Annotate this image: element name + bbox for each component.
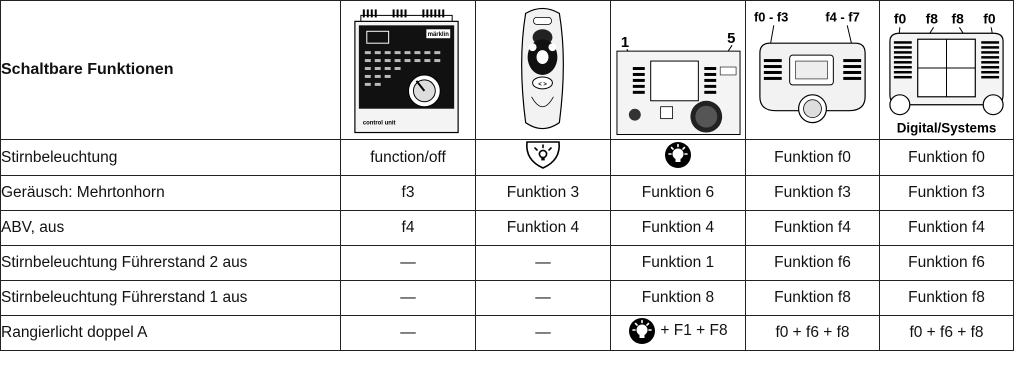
function-cell-device-4: Funktion f0	[745, 139, 880, 176]
function-label: Stirnbeleuchtung Führerstand 1 aus	[0, 280, 341, 316]
function-label: Rangierlicht doppel A	[0, 315, 341, 351]
marker-f8-left: f8	[926, 10, 939, 26]
control-unit-device: märklin control unit	[340, 0, 476, 140]
function-cell-device-1: —	[340, 315, 476, 351]
function-cell-device-1: —	[340, 245, 476, 281]
function-cell-device-2: —	[475, 245, 611, 281]
not-available-dash: —	[535, 289, 551, 306]
marker-five: 5	[727, 31, 735, 47]
light-bulb-icon	[629, 317, 656, 344]
function-label: ABV, aus	[0, 210, 341, 246]
function-table: Schaltbare Funktionen	[0, 0, 1014, 351]
function-cell-device-3: Funktion 8	[610, 280, 746, 316]
marker-f0-right: f0	[983, 10, 996, 26]
function-cell-device-5: Funktion f4	[879, 210, 1014, 246]
mobile-station-2-device: f0 - f3 f4 - f7	[745, 0, 880, 140]
function-cell-device-1: —	[340, 280, 476, 316]
header-row: Schaltbare Funktionen	[0, 0, 1014, 140]
function-cell-device-4: Funktion f6	[745, 245, 880, 281]
not-available-dash: —	[400, 324, 416, 341]
table-row: Stirnbeleuchtung Führerstand 2 aus — — Funk…	[0, 245, 1014, 281]
marker-one: 1	[621, 35, 629, 51]
control-unit-icon: märklin control unit	[354, 9, 459, 134]
function-label: Geräusch: Mehrtonhorn	[0, 175, 341, 211]
handheld-remote-icon: < >	[521, 7, 564, 130]
function-cell-device-1: f4	[340, 210, 476, 246]
mobile-station-2-icon: f0 - f3 f4 - f7	[754, 9, 866, 124]
function-label: Stirnbeleuchtung Führerstand 2 aus	[0, 245, 341, 281]
function-cell-device-2	[475, 139, 611, 176]
function-cell-device-4: Funktion f8	[745, 280, 880, 316]
not-available-dash: —	[535, 254, 551, 271]
light-button-icon	[526, 141, 560, 169]
not-available-dash: —	[535, 324, 551, 341]
not-available-dash: —	[400, 254, 416, 271]
function-cell-device-5: Funktion f0	[879, 139, 1014, 176]
function-cell-device-4: f0 + f6 + f8	[745, 315, 880, 351]
function-value: + F1 + F8	[660, 321, 728, 339]
function-cell-device-2: —	[475, 280, 611, 316]
mobile-station-icon: 1 5	[616, 31, 741, 136]
function-cell-device-3: Funktion 6	[610, 175, 746, 211]
function-cell-device-1: function/off	[340, 139, 476, 176]
function-cell-device-3: Funktion 1	[610, 245, 746, 281]
function-cell-device-5: Funktion f3	[879, 175, 1014, 211]
table-row: Stirnbeleuchtung Führerstand 1 aus — — Funk…	[0, 280, 1014, 316]
handheld-remote-device: < >	[475, 0, 611, 140]
central-station-icon: f0 f8 f8 f0	[889, 10, 1004, 136]
function-cell-device-5: f0 + f6 + f8	[879, 315, 1014, 351]
svg-text:< >: < >	[538, 82, 547, 88]
not-available-dash: —	[400, 289, 416, 306]
function-cell-device-3: Funktion 4	[610, 210, 746, 246]
function-cell-device-2: Funktion 4	[475, 210, 611, 246]
marker-f4-f7: f4 - f7	[825, 9, 859, 24]
function-cell-device-4: Funktion f4	[745, 210, 880, 246]
table-title: Schaltbare Funktionen	[0, 0, 341, 140]
function-cell-device-3	[610, 139, 746, 176]
marker-f0-f3: f0 - f3	[754, 9, 788, 24]
function-cell-device-3: + F1 + F8	[610, 315, 746, 351]
function-cell-device-2: —	[475, 315, 611, 351]
control-unit-logo: märklin	[428, 32, 449, 38]
function-cell-device-5: Funktion f8	[879, 280, 1014, 316]
central-station-caption: Digital/Systems	[897, 121, 997, 136]
function-cell-device-4: Funktion f3	[745, 175, 880, 211]
control-unit-caption: control unit	[363, 121, 396, 127]
function-label: Stirnbeleuchtung	[0, 139, 341, 176]
central-station-device: f0 f8 f8 f0	[879, 0, 1014, 140]
function-cell-device-5: Funktion f6	[879, 245, 1014, 281]
table-row: Rangierlicht doppel A — — + F1 + F8 f0 + f6…	[0, 315, 1014, 351]
function-cell-device-1: f3	[340, 175, 476, 211]
marker-f8-right: f8	[951, 10, 964, 26]
function-table-wrapper: Schaltbare Funktionen	[0, 0, 1014, 351]
mobile-station-device: 1 5	[610, 0, 746, 140]
function-cell-device-2: Funktion 3	[475, 175, 611, 211]
marker-f0-left: f0	[894, 10, 907, 26]
light-bulb-icon	[665, 142, 691, 168]
